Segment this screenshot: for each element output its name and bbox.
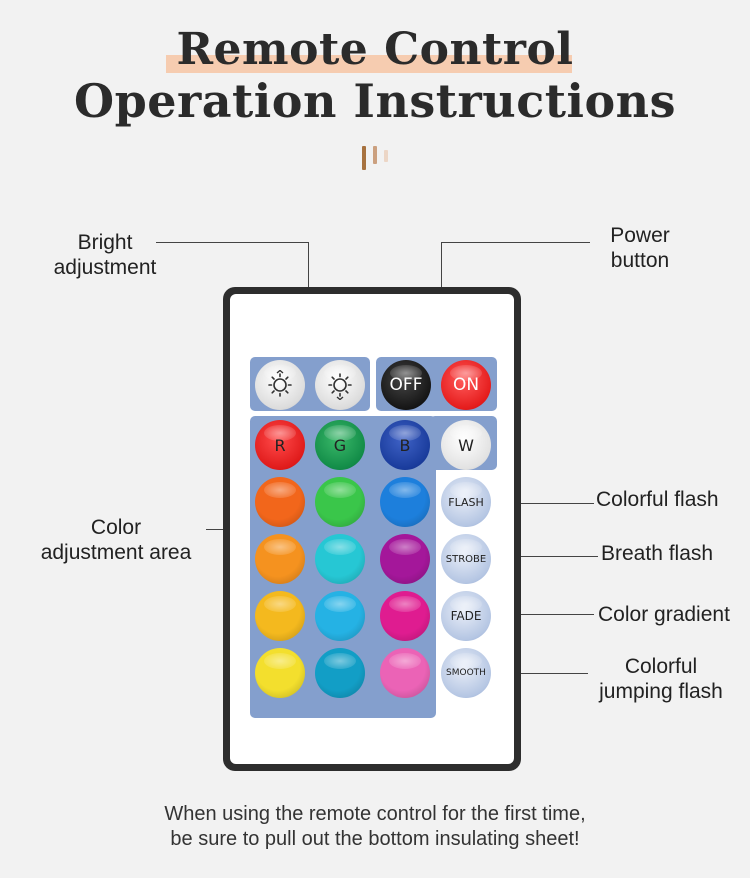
off-button-label: OFF [389,375,423,395]
color-button-r1c1[interactable] [255,477,305,527]
color-button-r1c2[interactable] [315,477,365,527]
callout-jumping-flash: Colorful jumping flash [588,654,734,704]
fade-button[interactable]: FADE [441,591,491,641]
accent-bar-3 [384,150,388,162]
title-highlight [166,55,572,73]
strobe-button[interactable]: STROBE [441,534,491,584]
leader-flash-h [510,503,594,504]
color-button-r2c3[interactable] [380,534,430,584]
callout-power-button: Power button [590,223,690,273]
color-button-r1c3[interactable] [380,477,430,527]
color-button-r4c1[interactable] [255,648,305,698]
flash-button-label: FLASH [448,495,484,509]
fade-button-label: FADE [450,609,482,623]
footer-line-2: be sure to pull out the bottom insulatin… [170,828,580,850]
callout-breath-flash: Breath flash [601,542,714,565]
green-button-label: G [333,435,347,455]
callout-color-line2: adjustment area [40,541,192,564]
callout-color-gradient: Color gradient [598,603,730,626]
callout-power-line1: Power [610,224,670,247]
green-button[interactable]: G [315,420,365,470]
strobe-button-label: STROBE [445,553,487,565]
color-button-r3c2[interactable] [315,591,365,641]
callout-color-adjustment: Color adjustment area [24,515,208,565]
leader-power-h [441,242,590,243]
white-button-label: W [458,435,474,455]
off-button[interactable]: OFF [381,360,431,410]
page-subtitle: Operation Instructions [74,74,676,128]
leader-strobe-h [510,556,598,557]
blue-button[interactable]: B [380,420,430,470]
callout-power-line2: button [610,249,670,272]
color-button-r3c3[interactable] [380,591,430,641]
blue-button-label: B [399,435,411,455]
leader-smooth-h [510,673,588,674]
callout-colorful-flash: Colorful flash [596,488,719,511]
on-button-label: ON [452,375,480,395]
leader-bright-h [156,242,309,243]
red-button-label: R [274,435,286,455]
callout-bright-line1: Bright [77,231,133,254]
white-button[interactable]: W [441,420,491,470]
color-button-r2c2[interactable] [315,534,365,584]
callout-color-line1: Color [90,516,142,539]
brightness-down-button[interactable] [315,360,365,410]
accent-bar-2 [373,146,377,164]
smooth-button-label: SMOOTH [446,668,486,678]
brightness-down-icon [328,373,352,400]
color-button-r4c2[interactable] [315,648,365,698]
leader-fade-h [510,614,594,615]
brightness-up-icon [268,370,292,397]
footer-line-1: When using the remote control for the fi… [164,803,586,825]
accent-bar-1 [362,146,366,170]
callout-bright-line2: adjustment [53,256,157,279]
callout-bright-adjustment: Bright adjustment [44,230,166,280]
page-title: Remote Control [176,24,574,75]
callout-jumping-line1: Colorful [624,655,698,678]
color-button-r2c1[interactable] [255,534,305,584]
color-button-r3c1[interactable] [255,591,305,641]
on-button[interactable]: ON [441,360,491,410]
smooth-button[interactable]: SMOOTH [441,648,491,698]
color-button-r4c3[interactable] [380,648,430,698]
callout-jumping-line2: jumping flash [599,680,723,703]
flash-button[interactable]: FLASH [441,477,491,527]
brightness-up-button[interactable] [255,360,305,410]
red-button[interactable]: R [255,420,305,470]
